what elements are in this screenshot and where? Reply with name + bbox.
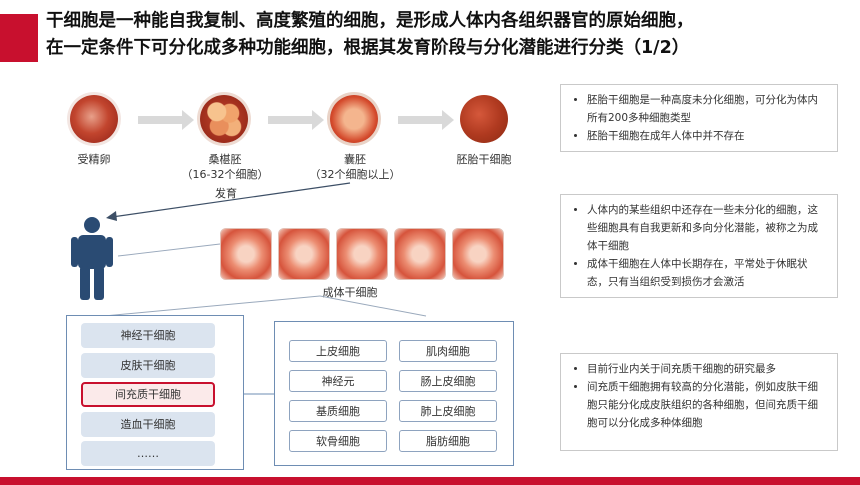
- selection-connector: [244, 393, 274, 395]
- adult-stem-cell-image: [452, 228, 504, 280]
- zygote-image: [70, 95, 118, 143]
- stage-label-morula: 桑椹胚 （16-32个细胞）: [181, 153, 269, 181]
- type-neural-stem-cell: 神经干细胞: [81, 323, 215, 348]
- info-item: 目前行业内关于间充质干细胞的研究最多: [587, 360, 827, 378]
- cell-fat: 脂肪细胞: [399, 430, 497, 452]
- stem-cell-type-panel: 神经干细胞 皮肤干细胞 间充质干细胞 造血干细胞 ……: [66, 315, 244, 470]
- page-title: 干细胞是一种能自我复制、高度繁殖的细胞，是形成人体内各组织器官的原始细胞， 在一…: [46, 8, 856, 62]
- cell-intestinal-epithelial: 肠上皮细胞: [399, 370, 497, 392]
- development-label: 发育: [215, 187, 237, 200]
- info-item: 胚胎干细胞在成年人体中并不存在: [587, 127, 827, 145]
- cell-epithelial: 上皮细胞: [289, 340, 387, 362]
- blastocyst-image: [330, 95, 378, 143]
- adult-stem-cell-label: 成体干细胞: [322, 286, 378, 299]
- info-item: 成体干细胞在人体中长期存在，平常处于休眠状态，只有当组织受到损伤才会激活: [587, 255, 827, 291]
- stage-label-zygote: 受精卵: [77, 153, 111, 166]
- cell-neuron: 神经元: [289, 370, 387, 392]
- info-box-adult: 人体内的某些组织中还存在一些未分化的细胞，这些细胞具有自我更新和多向分化潜能，被…: [560, 194, 838, 298]
- connector-line: [118, 243, 221, 257]
- human-figure-icon: [71, 217, 113, 300]
- stage-arrow-2: [268, 110, 324, 130]
- adult-stem-cell-image: [336, 228, 388, 280]
- info-box-embryonic: 胚胎干细胞是一种高度未分化细胞，可分化为体内所有200多种细胞类型 胚胎干细胞在…: [560, 84, 838, 152]
- type-skin-stem-cell: 皮肤干细胞: [81, 353, 215, 378]
- development-arrow: [106, 182, 351, 221]
- adult-stem-cell-image: [394, 228, 446, 280]
- title-accent-bar: [0, 14, 38, 62]
- type-hematopoietic-stem-cell: 造血干细胞: [81, 412, 215, 437]
- adult-stem-cell-image: [278, 228, 330, 280]
- stage-arrow-1: [138, 110, 194, 130]
- stage-label-blastocyst: 囊胚 （32个细胞以上）: [309, 153, 401, 181]
- adult-stem-cell-image: [220, 228, 272, 280]
- embryonic-stem-cell-image: [460, 95, 508, 143]
- stage-arrow-3: [398, 110, 454, 130]
- title-line-2: 在一定条件下可分化成多种功能细胞，根据其发育阶段与分化潜能进行分类（1/2）: [46, 38, 690, 58]
- info-item: 间充质干细胞拥有较高的分化潜能，例如皮肤干细胞只能分化成皮肤组织的各种细胞，但间…: [587, 378, 827, 432]
- info-item: 人体内的某些组织中还存在一些未分化的细胞，这些细胞具有自我更新和多向分化潜能，被…: [587, 201, 827, 255]
- footer-accent-bar: [0, 477, 860, 485]
- info-item: 胚胎干细胞是一种高度未分化细胞，可分化为体内所有200多种细胞类型: [587, 91, 827, 127]
- cell-lung-epithelial: 肺上皮细胞: [399, 400, 497, 422]
- type-mesenchymal-stem-cell: 间充质干细胞: [81, 382, 215, 407]
- cell-muscle: 肌肉细胞: [399, 340, 497, 362]
- morula-image: [200, 95, 248, 143]
- stage-label-esc: 胚胎干细胞: [456, 153, 512, 166]
- title-line-1: 干细胞是一种能自我复制、高度繁殖的细胞，是形成人体内各组织器官的原始细胞，: [46, 11, 694, 31]
- differentiation-panel: 上皮细胞 肌肉细胞 神经元 肠上皮细胞 基质细胞 肺上皮细胞 软骨细胞 脂肪细胞: [274, 321, 514, 466]
- cell-stromal: 基质细胞: [289, 400, 387, 422]
- type-more: ……: [81, 441, 215, 466]
- cell-cartilage: 软骨细胞: [289, 430, 387, 452]
- info-box-mesenchymal: 目前行业内关于间充质干细胞的研究最多 间充质干细胞拥有较高的分化潜能，例如皮肤干…: [560, 353, 838, 451]
- branch-lines: [103, 295, 427, 317]
